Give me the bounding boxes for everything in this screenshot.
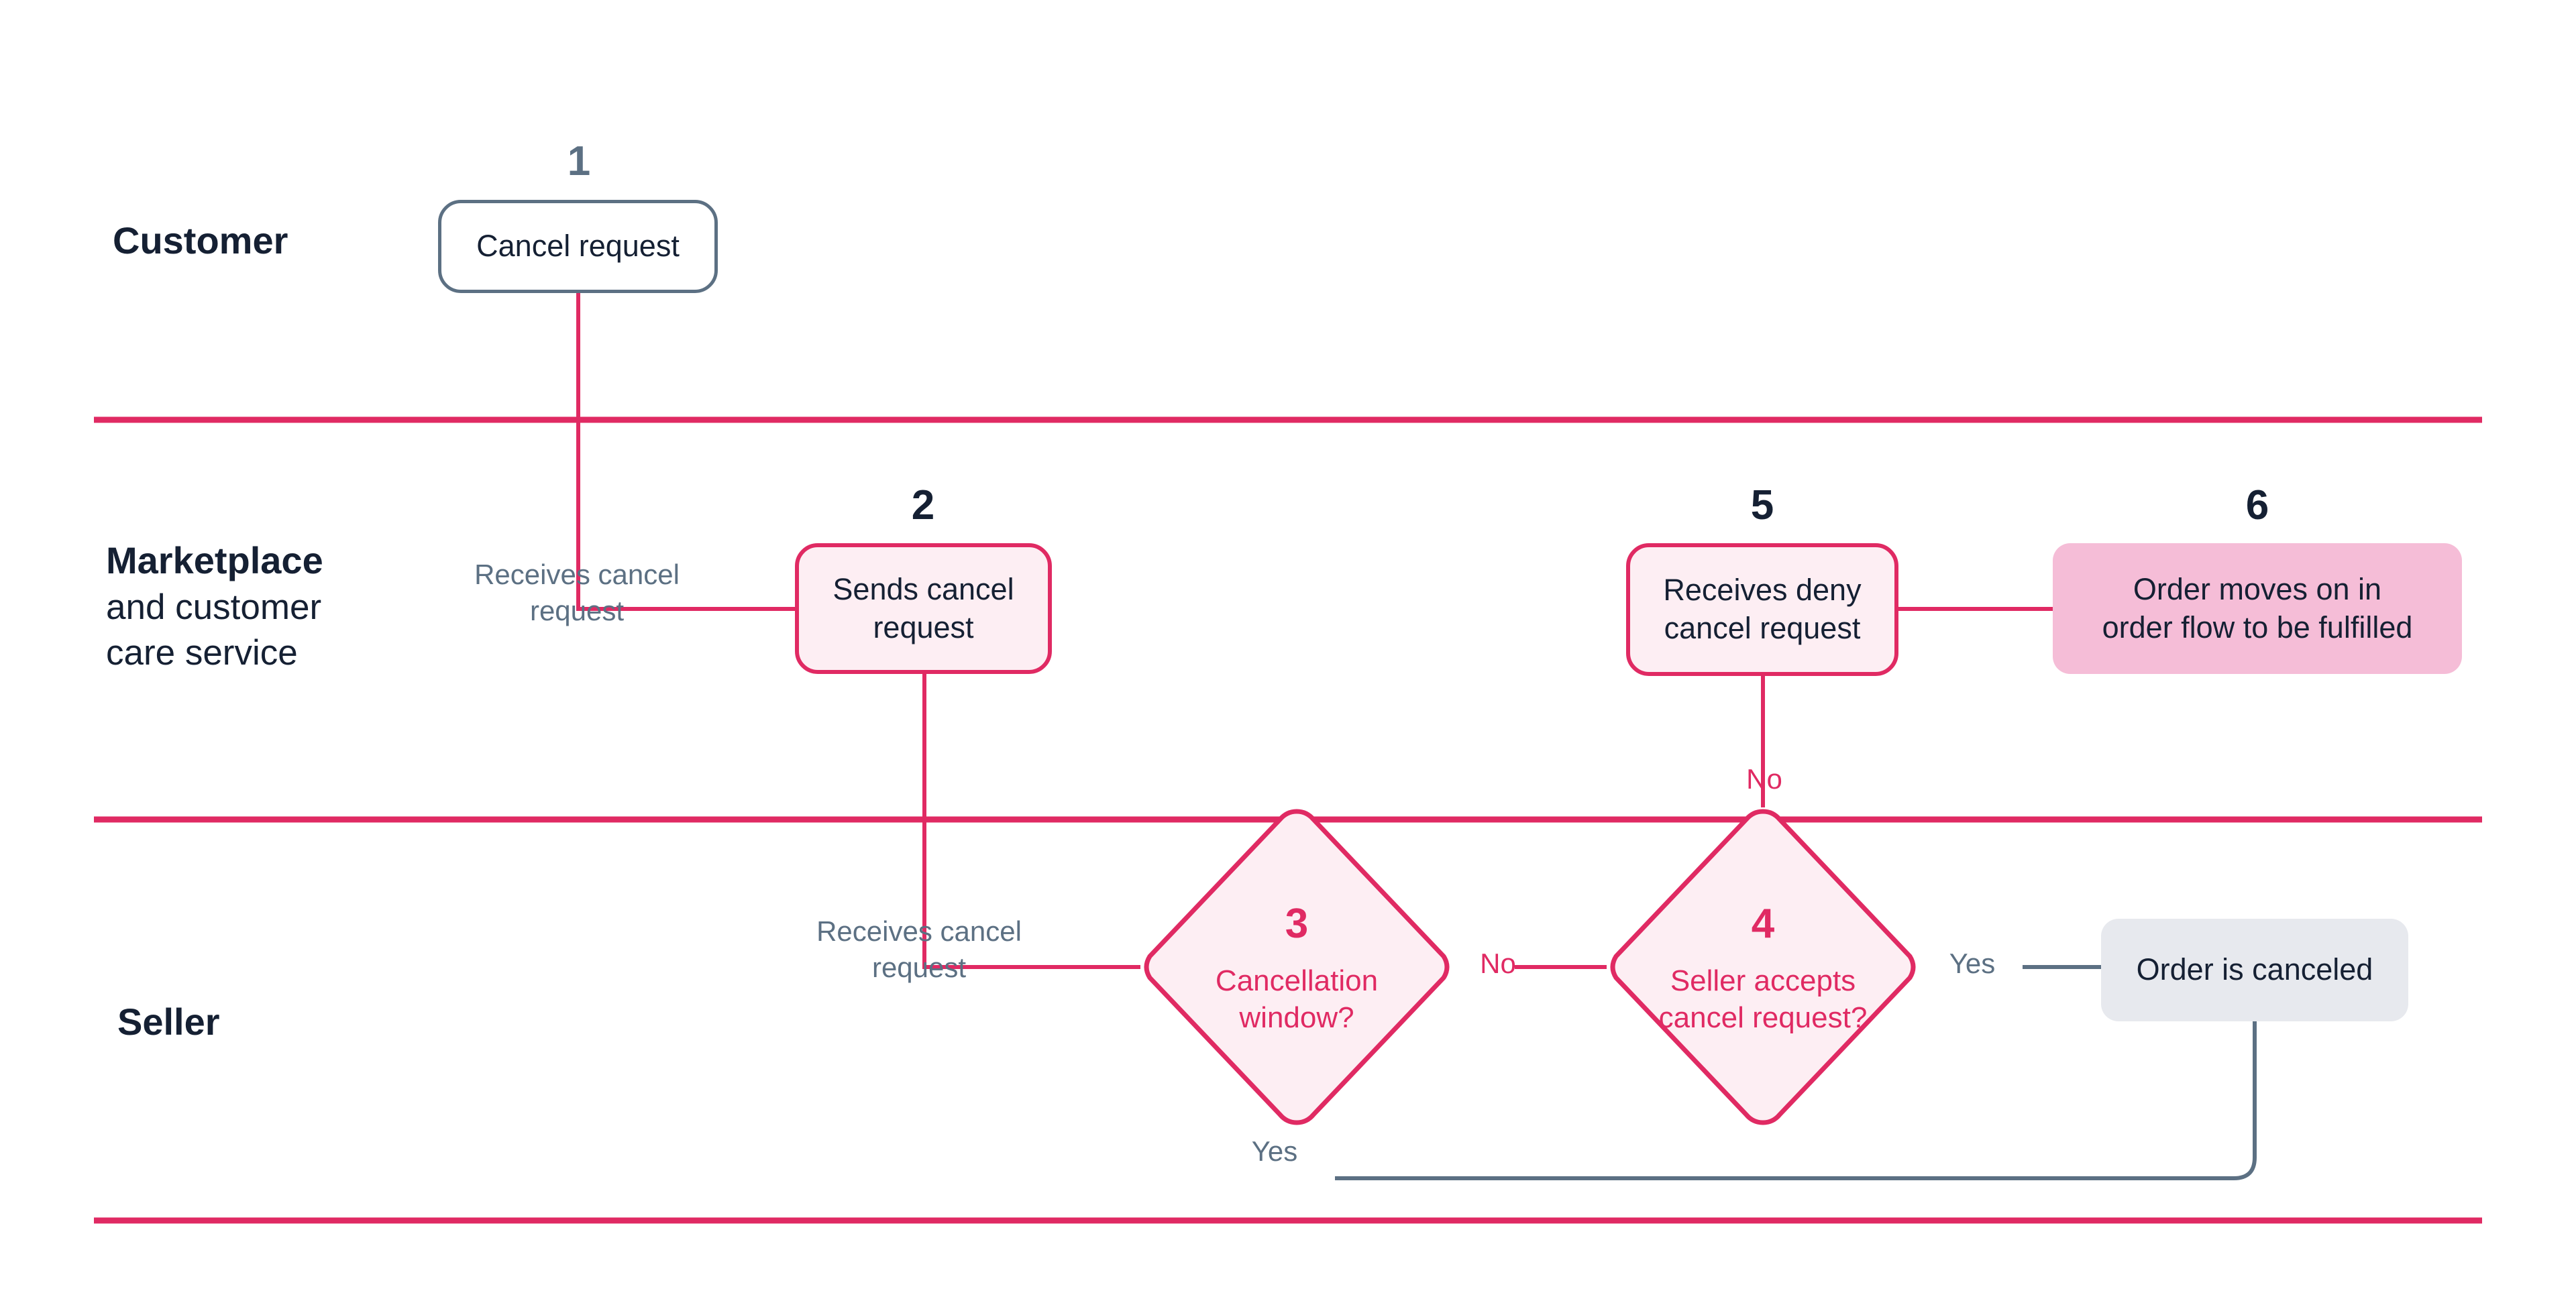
swimlane-label-marketplace-line3: care service [106, 632, 298, 673]
decision-cancellation-window-line2: window? [1239, 1001, 1354, 1035]
node-receives-deny-line2: cancel request [1664, 611, 1861, 645]
edge-label-d3-yes-text: Yes [1251, 1135, 1298, 1167]
swimlane-label-customer-line1: Customer [113, 219, 288, 262]
edge-label-receives-cancel-seller: Receives cancel request [798, 913, 1040, 986]
node-receives-deny-line1: Receives deny [1663, 573, 1862, 608]
node-receives-deny-cancel-request[interactable]: Receives deny cancel request [1626, 543, 1898, 676]
edge-label-receives-cancel-marketplace-line1: Receives cancel [474, 559, 680, 590]
node-order-moves-on-line1: Order moves on in [2133, 571, 2382, 606]
decision-cancellation-window-text: 3 Cancellation window? [1140, 807, 1453, 1127]
node-cancel-request-label: Cancel request [476, 229, 680, 264]
decision-seller-accepts-line2: cancel request? [1658, 1001, 1868, 1035]
edge-label-receives-cancel-seller-line2: request [871, 951, 967, 983]
node-number-1: 1 [567, 138, 591, 184]
swimlane-label-marketplace-line1: Marketplace [106, 539, 323, 581]
swimlane-label-seller-line1: Seller [117, 1001, 220, 1043]
decision-number-4: 4 [1751, 900, 1775, 947]
decision-seller-accepts-line1: Seller accepts [1670, 964, 1856, 997]
swimlane-label-seller: Seller [117, 998, 220, 1046]
swimlane-label-marketplace-line2: and customer [106, 587, 322, 627]
edge-label-d4-yes-text: Yes [1949, 948, 1996, 979]
decision-cancellation-window-line1: Cancellation [1215, 964, 1379, 997]
edge-label-receives-cancel-seller-line1: Receives cancel [816, 915, 1022, 947]
decision-cancellation-window[interactable]: 3 Cancellation window? [1140, 807, 1453, 1127]
node-sends-cancel-request-line1: Sends cancel [833, 571, 1014, 606]
edge-n2-to-d3 [922, 674, 1140, 969]
edge-label-d4-no-text: No [1746, 763, 1782, 795]
edge-label-d4-yes: Yes [1932, 946, 2012, 982]
node-number-2: 2 [911, 482, 935, 528]
edge-label-receives-cancel-marketplace: Receives cancel request [456, 557, 698, 629]
edge-label-receives-cancel-marketplace-line2: request [529, 594, 625, 626]
decision-number-3: 3 [1285, 900, 1309, 947]
node-number-5: 5 [1750, 482, 1774, 528]
decision-seller-accepts-shape [1610, 809, 1916, 1125]
node-order-moves-on[interactable]: Order moves on in order flow to be fulfi… [2053, 543, 2462, 674]
node-order-is-canceled-label: Order is canceled [2136, 952, 2373, 987]
node-sends-cancel-request[interactable]: Sends cancel request [795, 543, 1052, 674]
edge-label-d3-no: No [1461, 946, 1535, 982]
node-sends-cancel-request-line2: request [873, 610, 974, 644]
edge-label-d4-no: No [1724, 761, 1805, 797]
decision-cancellation-window-shape [1144, 809, 1450, 1125]
edge-d3-yes-to-end [1335, 1021, 2257, 1180]
node-order-moves-on-line2: order flow to be fulfilled [2102, 610, 2413, 644]
edge-n1-to-n2 [576, 293, 795, 611]
node-number-6: 6 [2245, 482, 2269, 528]
decision-seller-accepts[interactable]: 4 Seller accepts cancel request? [1607, 807, 1919, 1127]
decision-seller-accepts-text: 4 Seller accepts cancel request? [1607, 807, 1919, 1127]
node-cancel-request[interactable]: Cancel request [438, 200, 718, 293]
edge-label-d3-yes: Yes [1234, 1133, 1315, 1170]
swimlane-label-customer: Customer [113, 217, 288, 265]
node-order-is-canceled[interactable]: Order is canceled [2101, 919, 2408, 1021]
swimlane-label-marketplace: Marketplace and customer care service [106, 536, 323, 675]
edge-label-d3-no-text: No [1480, 948, 1516, 979]
